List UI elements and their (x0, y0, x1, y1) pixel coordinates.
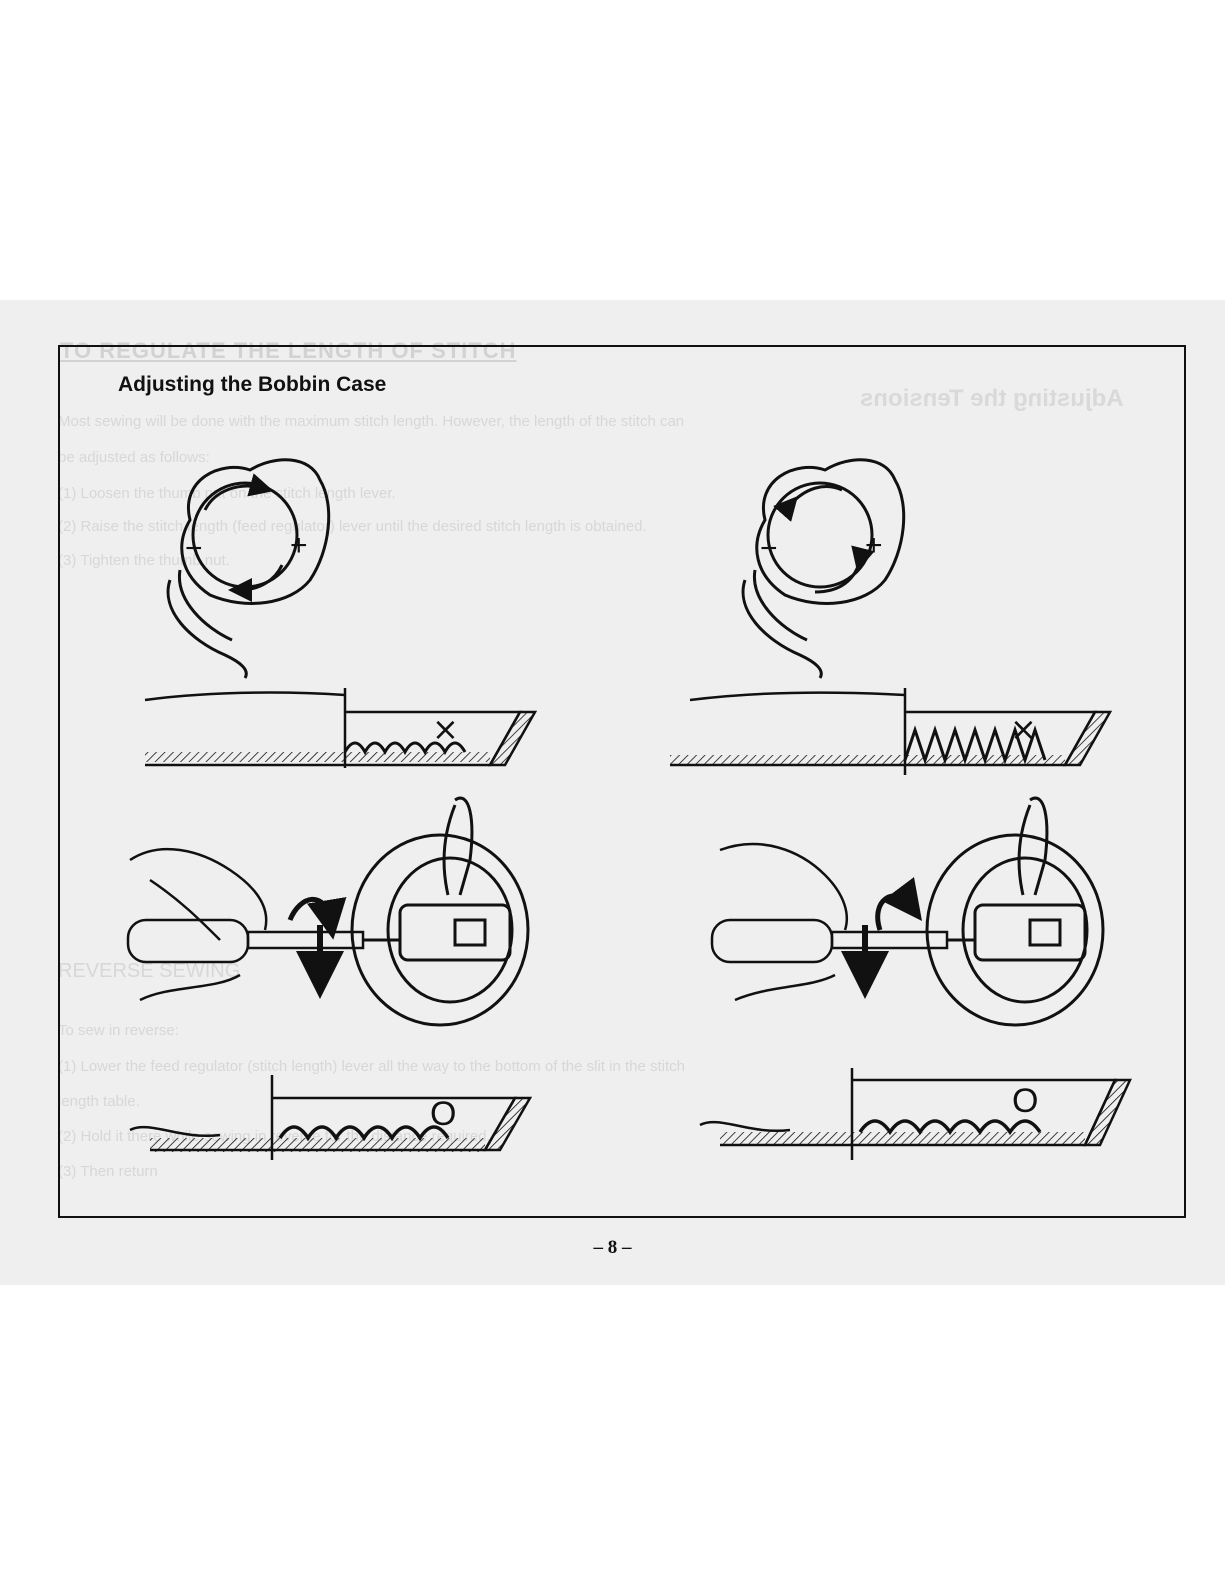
right-fabric-tight (670, 688, 1113, 775)
bleed-through-line: To sew in reverse: (58, 1022, 179, 1039)
bleed-through-line: be adjusted as follows: (58, 449, 210, 466)
left-dial-minus-mark: − (185, 532, 203, 565)
left-correct-mark: O (430, 1095, 456, 1133)
left-bobbin-case-body (350, 796, 530, 1027)
right-dial-minus-mark: − (760, 532, 778, 565)
left-dial-plus-mark: + (290, 529, 308, 562)
bleed-through-line: (3) Then return (58, 1163, 158, 1180)
bleed-through-line: REVERSE SEWING (58, 960, 241, 982)
bleed-through-line: Most sewing will be done with the maximu… (58, 413, 685, 430)
bleed-through-line: (1) Loosen the thumb nut on the stitch l… (58, 485, 396, 502)
left-fabric-loose (144, 688, 538, 768)
right-hand-screwdriver (710, 842, 949, 1002)
illustration-frame (58, 345, 1186, 1218)
right-correct-mark: O (1012, 1082, 1038, 1120)
right-incorrect-mark: × (1010, 710, 1037, 748)
right-bobbin-case-dial (741, 458, 906, 679)
left-hand-screwdriver (126, 847, 365, 1002)
right-bobbin-case-body (925, 796, 1105, 1027)
left-bobbin-case-dial (166, 458, 331, 679)
bleed-through-line: (3) Tighten the thumb nut. (58, 552, 230, 569)
bleed-through-heading: TO REGULATE THE LENGTH OF STITCH (60, 338, 517, 363)
bleed-through-line: (2) Raise the stitch length (feed regula… (58, 518, 647, 535)
left-incorrect-mark: × (432, 710, 459, 748)
page-title: Adjusting the Bobbin Case (118, 373, 387, 396)
left-fabric-correct (129, 1075, 533, 1160)
page-number: – 8 – (593, 1237, 632, 1258)
bleed-through-line: (1) Lower the feed regulator (stitch len… (58, 1058, 685, 1075)
right-fabric-correct (699, 1068, 1132, 1160)
bleed-through-line: length table. (58, 1093, 140, 1110)
right-dial-plus-mark: + (865, 529, 883, 562)
